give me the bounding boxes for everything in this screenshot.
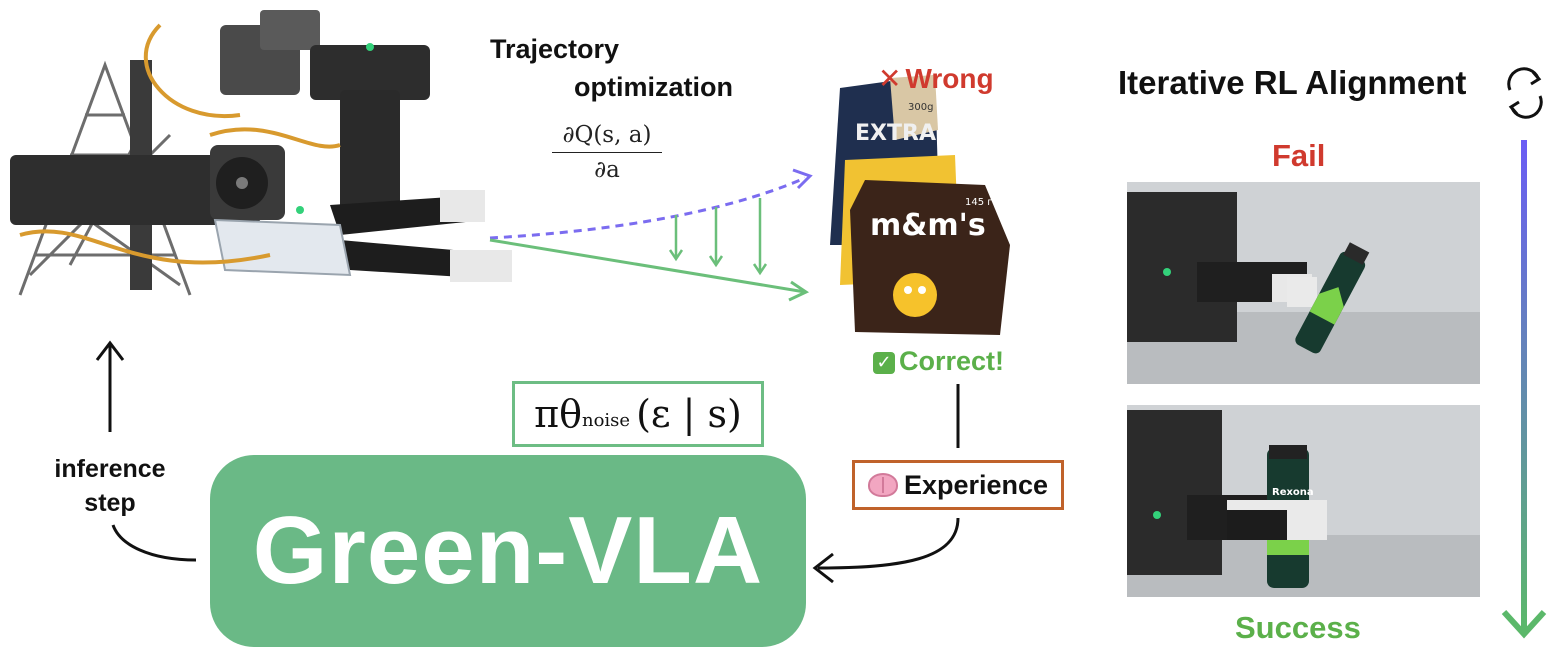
trajectory-title: Trajectory optimization (490, 30, 760, 106)
gradient-formula: ∂Q(s, a) ∂a (552, 122, 662, 183)
bag3-weight: 145 г (965, 197, 993, 208)
snack-bags-image: EXTRA 300g m&m's 145 г (830, 75, 1010, 335)
inference-up-arrow (95, 340, 125, 432)
inference-curve (111, 524, 197, 562)
inference-line1: inference (54, 455, 166, 483)
cross-icon: ✕ (878, 62, 902, 95)
optimized-trajectory-arrow (489, 238, 806, 294)
correct-text: Correct! (899, 346, 1005, 376)
experience-text: Experience (903, 469, 1049, 500)
trajectory-title-line2: optimization (574, 72, 733, 102)
rl-arrowhead (1501, 609, 1547, 639)
rl-progress-arrow (1521, 140, 1527, 630)
wrong-label: ✕Wrong (878, 62, 994, 95)
green-vla-model-box: Green-VLA (210, 455, 806, 647)
model-name: Green-VLA (252, 497, 764, 604)
correct-label: ✓Correct! (873, 346, 1004, 377)
experience-to-model-arrow (817, 517, 960, 570)
robot-arm-image (10, 5, 515, 305)
inference-step-label: inference step (30, 452, 190, 520)
fail-photo (1127, 182, 1480, 384)
experience-arrowhead (812, 552, 834, 584)
inference-line2: step (84, 489, 136, 517)
brain-icon (867, 473, 898, 497)
dashed-arrowhead (792, 168, 813, 190)
bottle-brand: Rexona (1272, 487, 1314, 498)
trajectory-title-line1: Trajectory (490, 34, 620, 64)
dashed-trajectory-arrow (489, 176, 806, 240)
bag1-weight: 300g (908, 102, 933, 113)
success-label: Success (1235, 610, 1361, 645)
bag3-label: m&m's (870, 208, 986, 243)
optimized-arrowhead (788, 280, 810, 302)
success-photo: Rexona (1127, 405, 1480, 597)
policy-args: (ε | s) (636, 392, 742, 436)
experience-box: Experience (852, 460, 1064, 510)
policy-pi: π (534, 392, 560, 436)
gradient-arrows (668, 198, 768, 276)
gradient-denominator: ∂a (594, 157, 620, 183)
gradient-numerator: ∂Q(s, a) (552, 122, 662, 153)
policy-theta: θ (559, 392, 582, 436)
cycle-icon (1507, 67, 1543, 119)
check-icon: ✓ (873, 352, 895, 374)
wrong-text: Wrong (905, 63, 994, 94)
fail-label: Fail (1272, 138, 1326, 173)
bag1-label: EXTRA (855, 121, 936, 146)
policy-subscript: noise (581, 409, 631, 431)
rl-title: Iterative RL Alignment (1118, 64, 1467, 101)
